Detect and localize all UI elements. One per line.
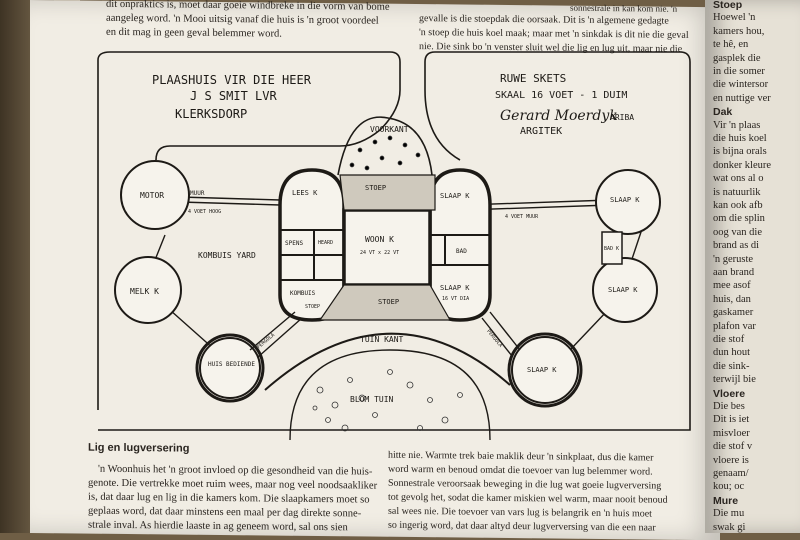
plan-title-line-3: KLERKSDORP	[175, 107, 247, 121]
slaap-k-bottom-room	[511, 336, 579, 404]
label-pergola-left: PERGOLA	[256, 332, 276, 350]
right-page-line: die stof	[713, 334, 745, 345]
right-page-line: te hê, en	[713, 39, 749, 51]
slaap-k-right-room	[595, 169, 661, 235]
sketch-line-2: SKAAL 16 VOET - 1 DUIM	[495, 90, 627, 101]
bad-k-right-room	[601, 231, 623, 265]
woon-kamer	[342, 208, 432, 287]
label-slaap-k-top: SLAAP K	[440, 192, 470, 200]
right-page-line: kamers hou,	[713, 25, 765, 37]
right-page-line: genaam/	[713, 468, 749, 479]
right-page-line: wat ons al o	[713, 173, 764, 185]
right-page-line: Vloere	[713, 387, 746, 400]
label-stoep-top: STOEP	[365, 184, 386, 192]
label-pergola-right: PERGOLA	[485, 329, 503, 349]
right-page-line: gaskamer	[713, 307, 754, 319]
label-slaap-k-right2: SLAAP K	[608, 286, 638, 294]
right-page-line: terwijl bie	[713, 374, 756, 386]
label-spens: SPENS	[285, 240, 303, 247]
mound-texture	[349, 135, 421, 171]
right-page-line: is natuurlik	[713, 186, 761, 198]
bottom-right-text-line-6: so ingerig word, dat daar altyd deur lug…	[388, 519, 656, 534]
label-slaap-k-dim: SLAAP K	[440, 284, 470, 292]
label-voet-hoog: 4 VOET HOOG	[188, 209, 221, 215]
label-kombuis-yard: KOMBUIS YARD	[198, 251, 256, 260]
right-page-line: gasplek die	[713, 52, 761, 64]
label-woon-dim: 24 VT x 22 VT	[360, 250, 399, 256]
blom-tuin-flowers	[312, 369, 463, 432]
label-woon-k: WOON K	[365, 235, 394, 244]
garden-boundary-left	[97, 51, 401, 410]
architect-signature: Gerard Moerdyk	[500, 108, 618, 124]
right-page-line: Stoep	[713, 0, 743, 11]
label-slaap-k-bottom: SLAAP K	[527, 366, 557, 374]
label-blom-tuin: BLOM TUIN	[350, 395, 394, 404]
label-bad: BAD	[456, 248, 467, 255]
right-page-line: Hoewel 'n	[713, 12, 756, 24]
label-lees-k: LEES K	[292, 189, 318, 197]
right-page-line: die wintersor	[713, 79, 769, 91]
right-page-line: huis, dan	[713, 293, 751, 305]
architect-label: ARGITEK	[520, 126, 562, 137]
label-slaap-dim: 16 VT DIA	[442, 296, 469, 302]
blom-tuin-arc	[289, 349, 491, 440]
label-voorkant: VOORKANT	[370, 125, 409, 134]
right-page-line: Die mu	[713, 508, 745, 520]
right-page-line: Dit is iet	[713, 414, 750, 426]
plan-title-line-1: PLAASHUIS VIR DIE HEER	[152, 73, 312, 87]
right-page-line: Mure	[713, 494, 739, 507]
front-stoep	[339, 174, 436, 211]
motor-room	[120, 160, 190, 230]
right-page-line: swak gi	[713, 521, 746, 533]
signature-suffix: ARIBA	[610, 113, 634, 122]
right-page-line: Dak	[713, 106, 733, 119]
right-page-line: in die somer	[713, 66, 765, 77]
label-tuin-kant: TUIN KANT	[360, 335, 404, 344]
label-huis-bediende: HUIS BEDIENDE	[208, 361, 255, 368]
right-page-line: Die bes	[713, 401, 745, 412]
right-page-line: dun hout	[713, 347, 751, 359]
label-melk-k: MELK K	[130, 287, 159, 296]
right-page-line: aan brand	[713, 267, 755, 278]
right-page-line: Vir 'n plaas	[713, 119, 761, 131]
right-page-line: is bijna orals	[713, 146, 767, 158]
floor-plan-drawing: PLAASHUIS VIR DIE HEER J S SMIT LVR KLER…	[97, 51, 691, 440]
front-garden-mound	[337, 116, 433, 176]
plan-title-line-2: J S SMIT LVR	[190, 89, 277, 103]
right-page-line: om die splin	[713, 213, 765, 225]
label-slaap-k-right: SLAAP K	[610, 196, 640, 204]
label-muur-right: 4 VOET MUUR	[505, 214, 539, 220]
right-page-line: 'n geruste	[713, 253, 754, 265]
label-stoep-bottom: STOEP	[378, 298, 399, 306]
section-heading: Lig en lugversering	[88, 441, 190, 455]
slaap-k-right2-room	[592, 257, 658, 323]
top-left-text-line-3: en dit mag in geen geval belemmer word.	[106, 26, 282, 40]
right-page-line: kou; oc	[713, 481, 745, 493]
right-page-line: misvloer	[713, 427, 750, 439]
label-motor: MOTOR	[140, 191, 164, 200]
label-kombuis: KOMBUIS	[290, 290, 316, 297]
sketch-line-1: RUWE SKETS	[500, 72, 566, 85]
label-muur-left: MUUR	[190, 190, 205, 197]
huis-bediende-room	[199, 337, 261, 399]
right-page-line: plafon var	[713, 320, 756, 332]
garden-boundary-right	[98, 51, 691, 431]
right-page-line: donker kleure	[713, 159, 772, 171]
right-page-line: die huis koel	[713, 133, 767, 144]
right-page-line: die stof v	[713, 441, 753, 453]
melk-room	[114, 256, 182, 324]
right-page-line: oog van die	[713, 226, 762, 238]
back-stoep	[318, 284, 452, 321]
right-page-line: vloere is	[713, 454, 749, 466]
right-page-line: brand as di	[713, 240, 760, 252]
label-heard: HEARD	[318, 240, 333, 246]
label-stoep-small: STOEP	[305, 304, 320, 310]
right-page-line: mee asof	[713, 280, 751, 292]
right-page-line: en nuttige ver	[713, 92, 771, 104]
label-bad-right: BAD K	[604, 246, 619, 252]
right-page-line: die sink-	[713, 360, 750, 372]
right-page-line: kan ook afb	[713, 200, 763, 211]
